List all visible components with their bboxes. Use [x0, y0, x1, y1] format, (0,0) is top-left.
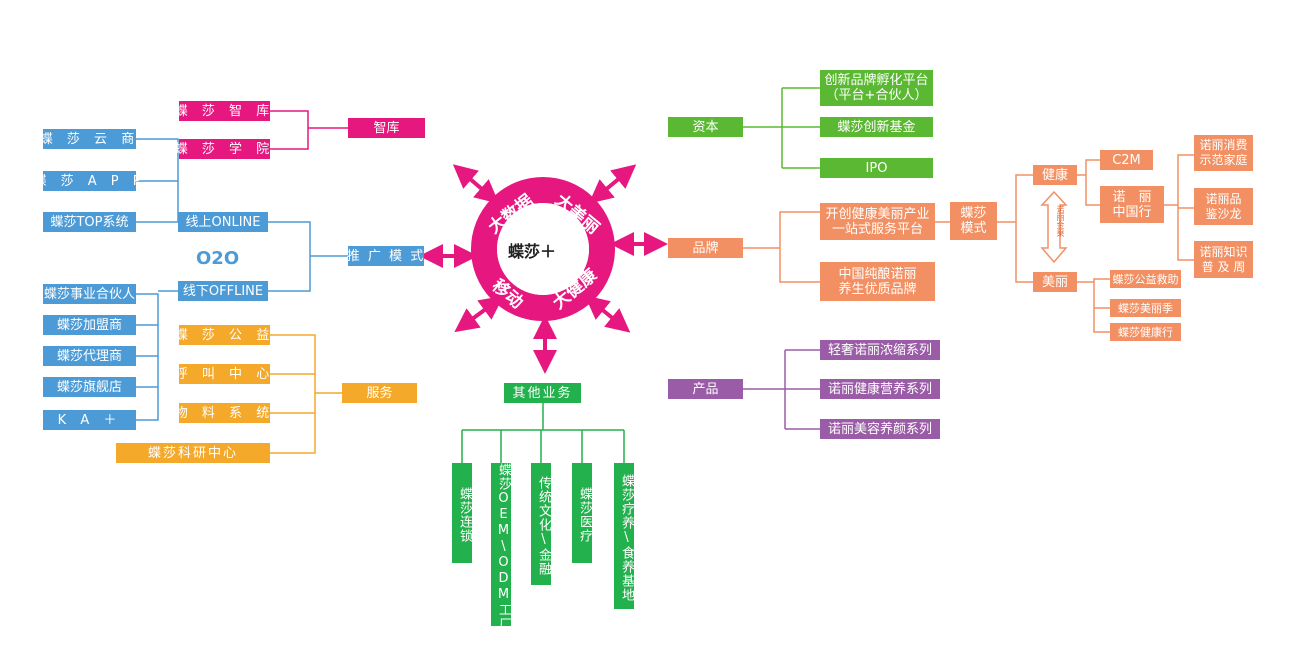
c2m-label: C2M: [1100, 150, 1153, 170]
offline-item-partner: 蝶莎事业合伙人: [43, 284, 136, 304]
offline-item-flagship: 蝶莎旗舰店: [43, 377, 136, 397]
hub-core-label: 蝶莎＋: [508, 242, 557, 261]
think-tank-label: 智库: [348, 118, 425, 138]
online-item-app: 蝶 莎 A P P: [33, 171, 141, 191]
far-right-item-2-line1: 诺丽知识: [1199, 244, 1248, 259]
health-label: 健康: [1033, 165, 1077, 185]
far-right-item-1-line1: 诺丽品: [1205, 191, 1242, 206]
service-item-research: 蝶莎科研中心: [116, 443, 270, 463]
far-right-item-2: 诺丽知识 普 及 周: [1194, 241, 1253, 278]
far-right-item-0-line1: 诺丽消费: [1199, 138, 1248, 152]
service-label: 服务: [342, 383, 417, 403]
far-right-item-1: 诺丽品 鉴沙龙: [1194, 188, 1253, 225]
o2o-label: O2O: [196, 248, 240, 269]
offline-label: 线下OFFLINE: [178, 281, 268, 301]
far-right-item-1-line2: 鉴沙龙: [1205, 206, 1242, 221]
offline-item-ka: K A ＋: [43, 410, 136, 430]
beauty-item-health-tour: 蝶莎健康行: [1110, 323, 1181, 341]
other-business-chain: 蝶莎连锁: [452, 463, 472, 563]
offline-item-franchisee: 蝶莎加盟商: [43, 315, 136, 335]
brand-item-noli-brand: 中国纯酿诺丽 养生优质品牌: [820, 262, 935, 301]
think-tank-item-1: 蝶 莎 学 院: [175, 139, 270, 159]
brand-item-noli-brand-line2: 养生优质品牌: [838, 281, 917, 297]
online-item-cloud-commerce: 蝶 莎 云 商: [40, 129, 136, 149]
capital-item-fund: 蝶莎创新基金: [820, 117, 933, 137]
other-business-oem-odm: 蝶莎OEM\ODM工厂: [491, 463, 511, 631]
noli-china-tour-line1: 诺 丽: [1112, 189, 1152, 205]
service-item-call-center: 呼 叫 中 心: [175, 364, 270, 384]
online-item-top-system: 蝶莎TOP系统: [43, 212, 136, 232]
capital-item-ipo: IPO: [820, 158, 933, 178]
other-business-medical: 蝶莎医疗: [572, 463, 592, 563]
brand-model-line1: 蝶莎: [960, 206, 987, 221]
other-business-label: 其他业务: [504, 383, 581, 403]
noli-china-tour-line2: 中国行: [1112, 204, 1152, 220]
noli-china-tour: 诺 丽 中国行: [1100, 186, 1164, 223]
beauty-label: 美丽: [1033, 272, 1077, 292]
think-tank-item-0: 蝶 莎 智 库: [175, 101, 270, 121]
product-item-concentrate: 轻奢诺丽浓缩系列: [820, 340, 940, 360]
brand-item-noli-brand-line1: 中国纯酿诺丽: [838, 266, 917, 282]
other-business-sanatorium: 蝶莎疗养\食养基地: [614, 463, 634, 609]
brand-item-platform-line2: 一站式服务平台: [831, 221, 923, 237]
hub-ring: [471, 177, 615, 321]
capital-item-incubator-line1: 创新品牌孵化平台: [824, 73, 929, 88]
product-item-nutrition: 诺丽健康营养系列: [820, 379, 940, 399]
brand-model: 蝶莎 模式: [950, 202, 997, 240]
far-right-item-2-line2: 普 及 周: [1201, 259, 1246, 274]
service-item-welfare: 蝶 莎 公 益: [175, 325, 270, 345]
brand-item-platform-line1: 开创健康美丽产业: [825, 206, 930, 222]
promotion-model-label: 推 广 模 式: [347, 246, 424, 266]
capital-item-incubator: 创新品牌孵化平台 （平台+合伙人）: [820, 70, 933, 106]
capital-item-incubator-line2: （平台+合伙人）: [825, 88, 928, 103]
offline-item-agent: 蝶莎代理商: [43, 346, 136, 366]
brand-label: 品牌: [668, 238, 743, 258]
product-item-beauty: 诺丽美容养颜系列: [820, 419, 940, 439]
far-right-item-0: 诺丽消费 示范家庭: [1194, 135, 1253, 171]
capital-label: 资本: [668, 117, 743, 137]
beauty-item-season: 蝶莎美丽季: [1110, 299, 1181, 317]
brand-model-line2: 模式: [960, 221, 987, 236]
other-business-culture-finance: 传统文化\金融: [531, 463, 551, 585]
service-item-materials: 物 料 系 统: [175, 403, 270, 423]
online-label: 线上ONLINE: [178, 212, 268, 232]
far-right-item-0-line2: 示范家庭: [1199, 153, 1248, 167]
product-label: 产品: [668, 379, 743, 399]
beauty-item-welfare: 蝶莎公益救助: [1110, 270, 1181, 288]
noli-golden-fruit-label: 诺丽金果: [1056, 205, 1065, 237]
brand-item-platform: 开创健康美丽产业 一站式服务平台: [820, 203, 935, 240]
